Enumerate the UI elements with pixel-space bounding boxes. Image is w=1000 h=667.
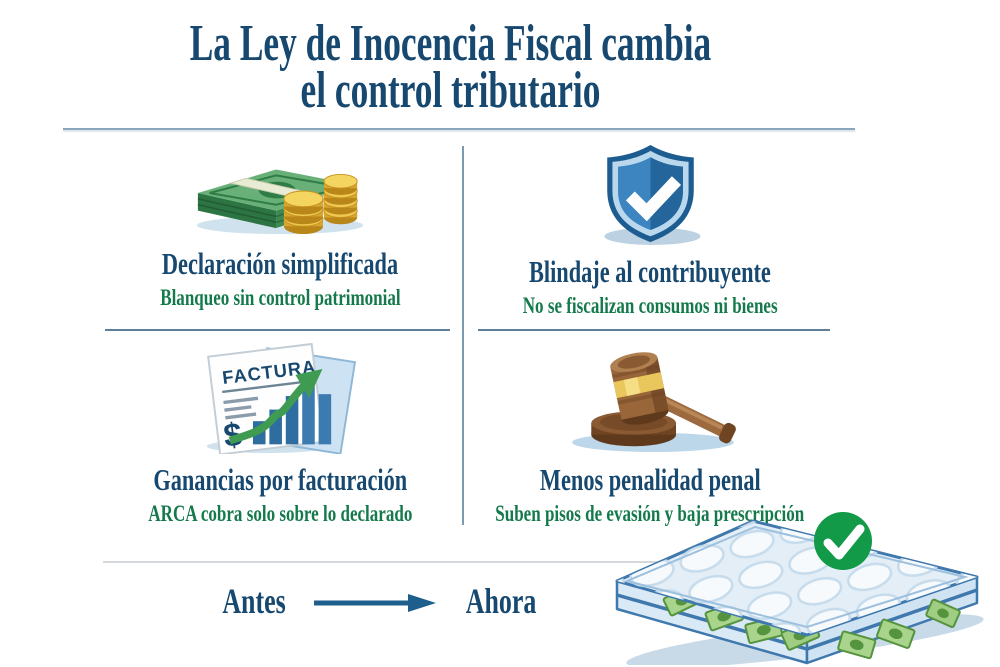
title-line-1: La Ley de Inocencia Fiscal cambia — [0, 15, 900, 72]
mattress-money-icon — [605, 503, 997, 667]
quadrant-ganancias-facturacion: FACTURA $ — [85, 338, 475, 525]
quadrant-title: Ganancias por facturación — [153, 462, 407, 497]
quadrant-menos-penalidad: Menos penalidad penal Suben pisos de eva… — [455, 338, 845, 525]
quadrant-title: Menos penalidad penal — [539, 462, 761, 497]
mid-divider-right — [478, 329, 830, 331]
quadrant-subtitle: No se fiscalizan consumos ni bienes — [522, 293, 778, 318]
growth-arrow — [228, 369, 323, 445]
before-label: Antes — [222, 581, 286, 621]
title-line-1-text: La Ley de Inocencia Fiscal cambia — [189, 15, 711, 72]
dollar-sign: $ — [221, 415, 244, 454]
gavel-head — [609, 352, 669, 425]
quadrant-subtitle: Suben pisos de evasión y baja prescripci… — [495, 501, 805, 526]
money-stack-icon — [180, 150, 380, 241]
gavel-icon — [553, 348, 748, 457]
checkmark — [625, 176, 681, 222]
vertical-divider — [462, 146, 464, 525]
arrow-right-icon — [314, 594, 436, 612]
quadrant-title: Declaración simplificada — [161, 246, 399, 281]
header-divider — [63, 128, 855, 130]
quadrant-subtitle: ARCA cobra solo sobre lo declarado — [148, 501, 412, 526]
quadrant-subtitle: Blanqueo sin control patrimonial — [159, 285, 401, 310]
quadrant-blindaje-contribuyente: Blindaje al contribuyente No se fiscaliz… — [455, 140, 845, 317]
quadrant-declaracion-simplificada: Declaración simplificada Blanqueo sin co… — [85, 142, 475, 309]
shield-check-icon — [588, 142, 713, 251]
title-line-2: el control tributario — [0, 62, 900, 119]
after-label: Ahora — [465, 581, 537, 621]
check-circle — [814, 512, 872, 570]
page-title: La Ley de Inocencia Fiscal cambia el con… — [0, 15, 900, 119]
quadrant-title: Blindaje al contribuyente — [529, 254, 771, 289]
invoice-growth-icon: FACTURA $ — [190, 342, 370, 459]
gavel-handle — [652, 393, 736, 444]
footer-divider — [103, 561, 660, 563]
mid-divider-left — [105, 329, 450, 331]
coin-stack-front — [283, 190, 324, 235]
title-line-2-text: el control tributario — [300, 62, 600, 119]
coin-stack-back — [323, 173, 358, 225]
before-after-row: Antes Ahora — [205, 580, 555, 622]
